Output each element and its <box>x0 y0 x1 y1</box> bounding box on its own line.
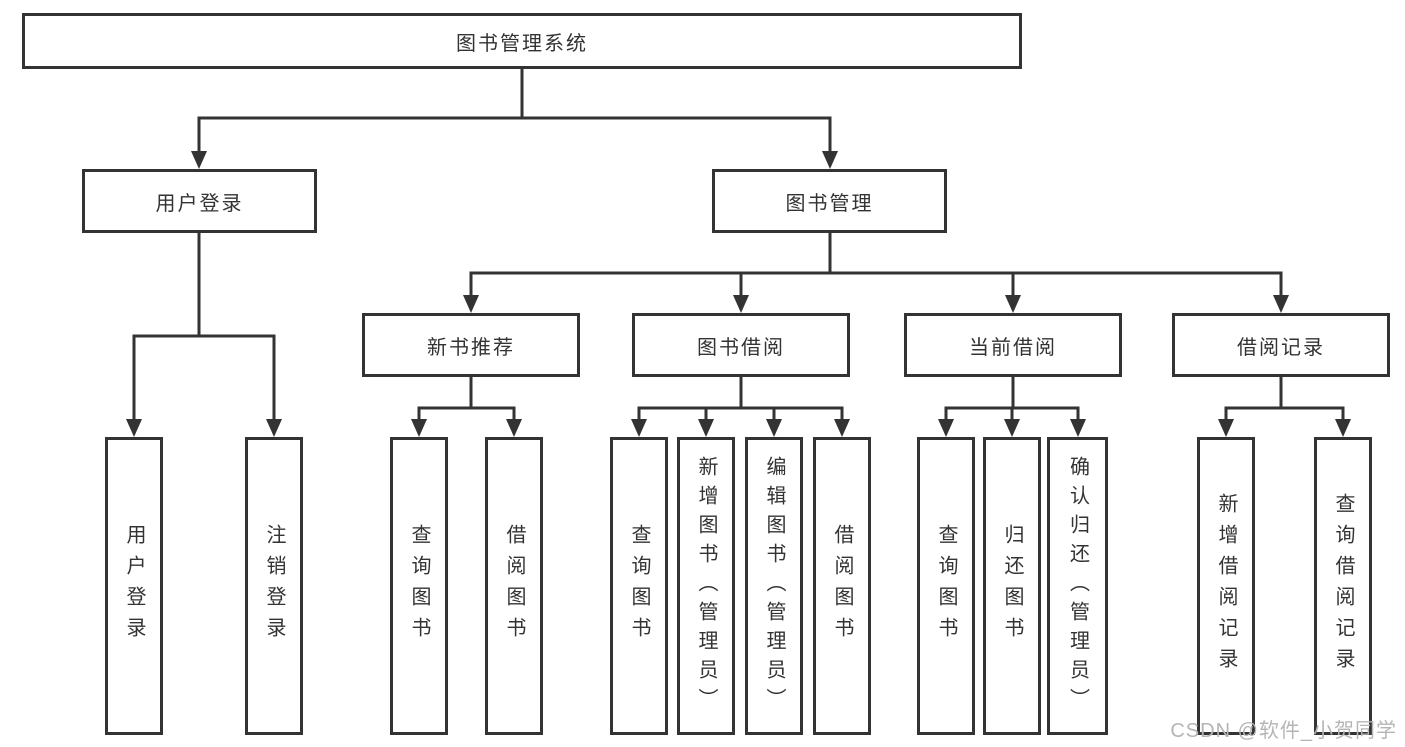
leaf-nbr-query-book: 查询图书 <box>390 437 448 735</box>
leaf-cb-query-book-label: 查询图书 <box>935 524 957 648</box>
leaf-br-add-record: 新增借阅记录 <box>1197 437 1255 735</box>
leaf-nbr-borrow-book-label: 借阅图书 <box>503 524 525 648</box>
leaf-cb-confirm-return-admin-label: 确认归还（管理员） <box>1066 455 1089 717</box>
leaf-logout: 注销登录 <box>245 437 303 735</box>
arrowheads <box>126 151 1351 437</box>
node-book-borrow: 图书借阅 <box>632 313 850 377</box>
leaf-nbr-borrow-book: 借阅图书 <box>485 437 543 735</box>
leaf-br-add-record-label: 新增借阅记录 <box>1215 493 1237 679</box>
watermark: CSDN @软件_小贺同学 <box>1170 720 1397 742</box>
node-book-management-label: 图书管理 <box>785 192 874 215</box>
leaf-nbr-query-book-label: 查询图书 <box>408 524 430 648</box>
node-book-borrow-label: 图书借阅 <box>697 336 785 359</box>
leaf-logout-label: 注销登录 <box>263 524 285 648</box>
leaf-bb-query-book: 查询图书 <box>610 437 668 735</box>
node-root: 图书管理系统 <box>22 13 1022 69</box>
node-user-login-label: 用户登录 <box>155 192 244 215</box>
connector-group <box>132 67 1345 421</box>
node-current-borrow-label: 当前借阅 <box>969 336 1057 359</box>
leaf-cb-query-book: 查询图书 <box>917 437 975 735</box>
leaf-user-login: 用户登录 <box>105 437 163 735</box>
leaf-bb-add-book-admin-label: 新增图书（管理员） <box>695 455 717 717</box>
leaf-bb-add-book-admin: 新增图书（管理员） <box>677 437 735 735</box>
leaf-cb-return-book-label: 归还图书 <box>1001 524 1023 648</box>
node-root-label: 图书管理系统 <box>456 32 588 55</box>
leaf-br-query-record: 查询借阅记录 <box>1314 437 1372 735</box>
leaf-bb-borrow-book-label: 借阅图书 <box>831 524 853 648</box>
node-current-borrow: 当前借阅 <box>904 313 1122 377</box>
leaf-br-query-record-label: 查询借阅记录 <box>1332 493 1354 679</box>
leaf-cb-return-book: 归还图书 <box>983 437 1041 735</box>
node-book-management: 图书管理 <box>712 169 947 233</box>
leaf-bb-query-book-label: 查询图书 <box>628 524 650 648</box>
node-user-login: 用户登录 <box>82 169 317 233</box>
node-new-book-recommend-label: 新书推荐 <box>427 336 515 359</box>
leaf-user-login-label: 用户登录 <box>123 524 145 648</box>
leaf-bb-borrow-book: 借阅图书 <box>813 437 871 735</box>
node-borrow-records-label: 借阅记录 <box>1237 336 1325 359</box>
node-new-book-recommend: 新书推荐 <box>362 313 580 377</box>
leaf-bb-edit-book-admin: 编辑图书（管理员） <box>745 437 803 735</box>
node-borrow-records: 借阅记录 <box>1172 313 1390 377</box>
leaf-cb-confirm-return-admin: 确认归还（管理员） <box>1047 437 1108 735</box>
leaf-bb-edit-book-admin-label: 编辑图书（管理员） <box>763 455 785 717</box>
